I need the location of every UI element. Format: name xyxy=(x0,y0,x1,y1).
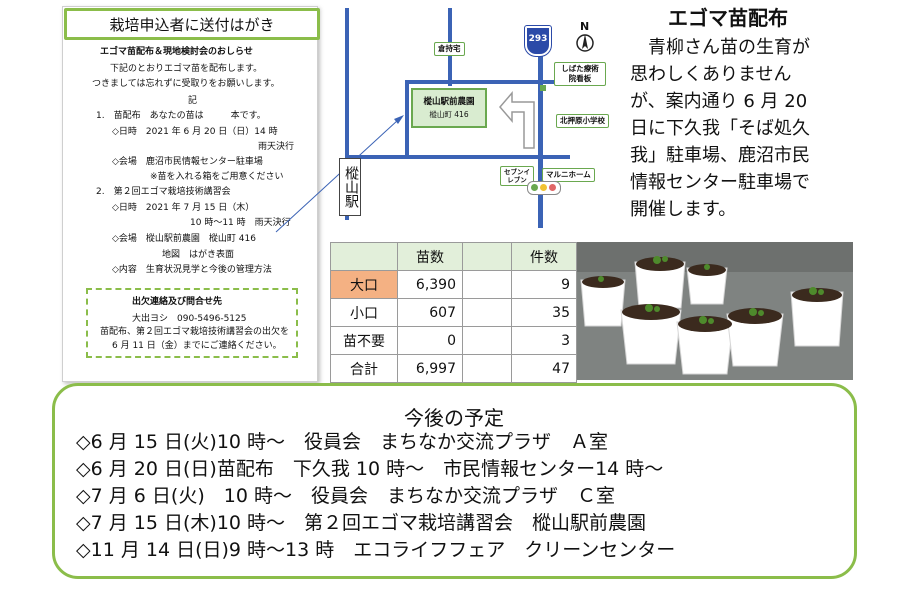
direction-arrow-icon xyxy=(499,90,535,149)
table-header-count: 苗数 xyxy=(397,242,463,271)
landmark-kurakake: 倉持宅 xyxy=(434,42,465,56)
row-blank xyxy=(462,298,512,327)
table-header-row: 苗数 件数 xyxy=(330,242,577,271)
schedule-item: ◇6 月 15 日(火)10 時～ 役員会 まちなか交流プラザ Ａ室 xyxy=(76,431,609,453)
contact-title: 出欠連絡及び問合せ先 xyxy=(132,297,223,307)
row-label: 苗不要 xyxy=(330,326,398,355)
headline-line-4: 日に下久我「そば処久 xyxy=(630,118,810,139)
row-blank xyxy=(462,270,512,299)
postcard-item-1: 1. 苗配布 あなたの苗は 本です。 xyxy=(96,111,266,121)
schedule-item: ◇7 月 15 日(木)10 時～ 第２回エゴマ栽培講習会 樅山駅前農園 xyxy=(76,512,647,534)
row-blank xyxy=(462,326,512,355)
schedule-item: ◇11 月 14 日(日)9 時～13 時 エコライフフェア クリーンセンター xyxy=(76,539,676,561)
postcard-item-2-date: ◇日時 2021 年 7 月 15 日（木） xyxy=(112,203,255,213)
row-count: 6,390 xyxy=(397,270,463,299)
route-shield-icon: 293 xyxy=(525,26,551,56)
row-blank xyxy=(462,354,512,383)
table-row: 小口 607 35 xyxy=(330,298,577,327)
headline-line-1: 青柳さん苗の生育が xyxy=(630,37,810,58)
row-label: 合計 xyxy=(330,354,398,383)
north-arrow-icon xyxy=(576,34,594,52)
table-header-blank xyxy=(462,242,512,271)
seedling-pots-image xyxy=(577,242,853,380)
road-293 xyxy=(538,48,543,228)
road-south xyxy=(345,155,570,159)
headline-title: エゴマ苗配布 xyxy=(668,6,788,30)
postcard-intro-1: 下記のとおりエゴマ苗を配布します。 xyxy=(110,64,263,74)
row-label: 小口 xyxy=(330,298,398,327)
row-cases: 9 xyxy=(511,270,577,299)
headline-line-6: 情報センター駐車場で xyxy=(630,172,810,193)
landmark-seven: セブンイレブン xyxy=(500,166,534,186)
road-middle xyxy=(405,80,570,84)
contact-text-2: 6 月 11 日（金）までにご連絡ください。 xyxy=(112,341,282,351)
postcard-item-2: 2. 第２回エゴマ栽培技術講習会 xyxy=(96,187,231,197)
postcard-item-2-map: 地図 はがき表面 xyxy=(162,250,235,260)
postcard-intro-2: つきましては忘れずに受取りをお願いします。 xyxy=(92,79,280,89)
schedule-title: 今後の予定 xyxy=(404,406,504,430)
row-label: 大口 xyxy=(330,270,398,299)
north-label: N xyxy=(580,20,590,33)
headline-line-2: 思わしくありません xyxy=(630,64,792,85)
row-count: 607 xyxy=(397,298,463,327)
headline-line-3: が、案内通り 6 月 20 xyxy=(630,91,808,112)
postcard-label: 栽培申込者に送付はがき xyxy=(64,8,320,40)
postcard-item-2-content: ◇内容 生育状況見学と今後の管理方法 xyxy=(112,265,272,275)
seedling-table: 苗数 件数 大口 6,390 9 小口 607 35 苗不要 0 3 合計 6,… xyxy=(330,242,577,383)
row-cases: 47 xyxy=(511,354,577,383)
table-header-corner xyxy=(330,242,398,271)
postcard-panel xyxy=(62,6,318,382)
schedule-item: ◇7 月 6 日(火) 10 時～ 役員会 まちなか交流プラザ Ｃ室 xyxy=(76,485,615,507)
postcard-item-1-venue: ◇会場 鹿沼市民情報センター駐車場 xyxy=(112,157,263,167)
contact-text-1: 苗配布、第２回エゴマ栽培技術講習会の出欠を xyxy=(100,327,290,337)
row-cases: 3 xyxy=(511,326,577,355)
farm-marker: 樅山駅前農園 樅山町 416 xyxy=(411,88,487,128)
postcard-item-1-date: ◇日時 2021 年 6 月 20 日（日）14 時 xyxy=(112,127,278,137)
postcard-title: エゴマ苗配布＆現地検討会のおしらせ xyxy=(100,47,253,57)
table-row: 大口 6,390 9 xyxy=(330,270,577,299)
postcard-item-1-note: ※苗を入れる箱をご用意ください xyxy=(150,172,284,182)
postcard-item-2-venue: ◇会場 樅山駅前農園 樅山町 416 xyxy=(112,234,256,244)
contact-name: 大出ヨシ 090-5496-5125 xyxy=(132,314,247,324)
postcard-item-1-rain: 雨天決行 xyxy=(258,142,295,152)
row-count: 0 xyxy=(397,326,463,355)
seedling-photo xyxy=(577,242,853,380)
table-header-cases: 件数 xyxy=(511,242,577,271)
table-row: 苗不要 0 3 xyxy=(330,326,577,355)
contact-box xyxy=(86,288,298,358)
schedule-item: ◇6 月 20 日(日)苗配布 下久我 10 時～ 市民情報センター14 時～ xyxy=(76,458,664,480)
schedule-box xyxy=(52,383,857,579)
landmark-marunii: マルニホーム xyxy=(542,168,595,182)
headline-line-7: 開催します。 xyxy=(630,199,737,220)
road-west xyxy=(345,8,349,220)
postcard-item-2-time: 10 時～11 時 雨天決行 xyxy=(190,218,291,228)
landmark-shibata: しばた療術院看板 xyxy=(554,62,606,86)
pointer-arrow xyxy=(275,115,404,233)
headline-line-5: 我」駐車場、鹿沼市民 xyxy=(630,145,810,166)
farm-name: 樅山駅前農園 xyxy=(423,97,475,107)
postcard-ki: 記 xyxy=(188,96,198,106)
station-label: 樅山駅 xyxy=(339,158,361,216)
shibata-marker xyxy=(540,85,546,91)
row-count: 6,997 xyxy=(397,354,463,383)
landmark-school: 北押原小学校 xyxy=(556,114,609,128)
row-cases: 35 xyxy=(511,298,577,327)
table-row: 合計 6,997 47 xyxy=(330,354,577,383)
road-inner xyxy=(405,80,409,158)
traffic-light-icon xyxy=(527,181,561,195)
farm-address: 樅山町 416 xyxy=(429,110,469,119)
